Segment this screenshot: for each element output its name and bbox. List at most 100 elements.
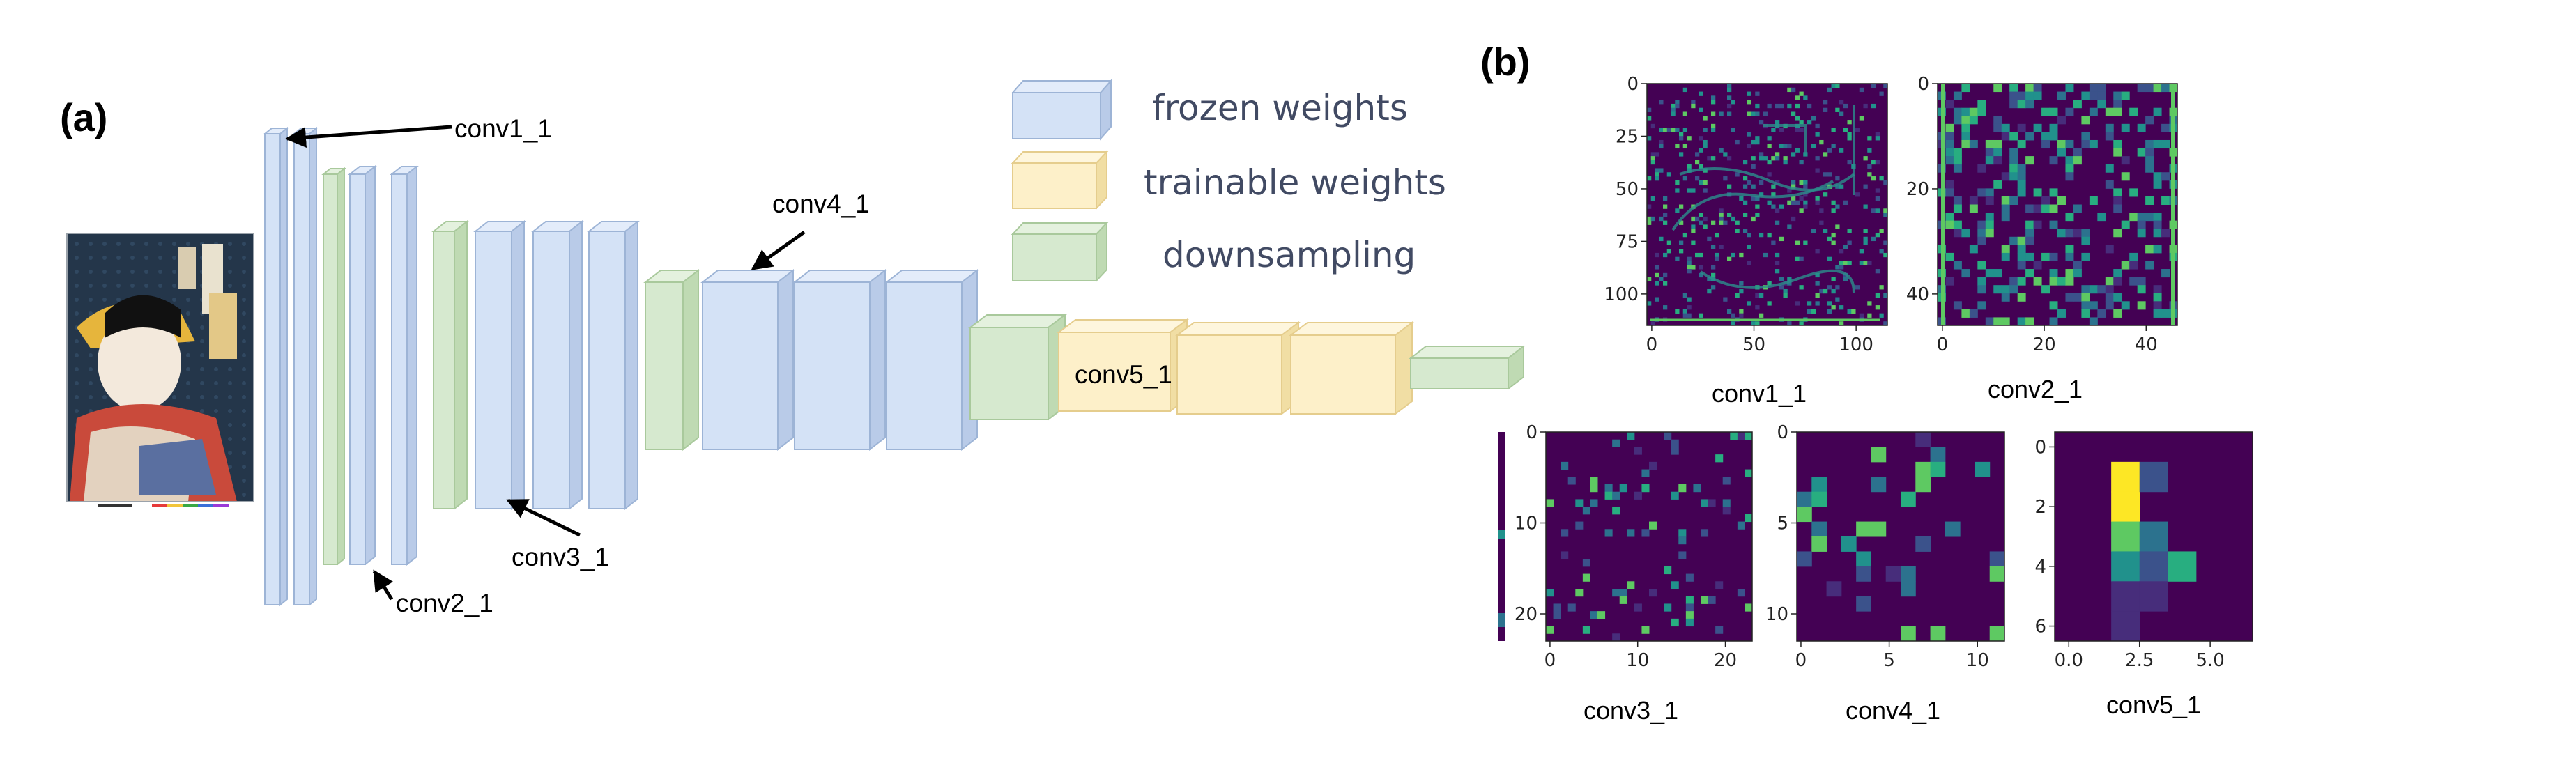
heatmap-cell <box>1961 107 1970 116</box>
heatmap-cell <box>2065 293 2074 302</box>
heatmap-cell <box>2001 172 2010 181</box>
x-tick-label: 20 <box>2033 334 2056 355</box>
heatmap-cell <box>1787 281 1792 286</box>
heatmap-cell <box>1719 208 1724 213</box>
heatmap-cell <box>1650 160 1655 165</box>
heatmap-cell <box>2113 229 2122 238</box>
conv5-label: conv5_1 <box>1075 360 1172 389</box>
heatmap-cell <box>2057 277 2066 286</box>
heatmap-cell <box>1699 252 1703 258</box>
downsampling-block <box>968 314 1067 421</box>
heatmap-cell <box>2065 164 2074 173</box>
heatmap-cell <box>2049 301 2058 310</box>
heatmap-cell <box>1815 200 1820 205</box>
heatmap-cell <box>1682 144 1687 149</box>
heatmap-cell <box>1735 293 1740 298</box>
heatmap-cell <box>2153 213 2162 222</box>
heatmap-cell <box>2153 293 2162 302</box>
heatmap-cell <box>1795 301 1800 306</box>
heatmap-cell <box>2025 317 2034 326</box>
heatmap-cell <box>1969 107 1978 116</box>
heatmap-cell <box>1730 432 1738 440</box>
heatmap-cell <box>1715 581 1724 589</box>
heatmap-cell <box>2049 107 2058 116</box>
heatmap-cell <box>2025 229 2034 238</box>
heatmap-cell <box>1771 128 1776 132</box>
heatmap-cell <box>1703 144 1708 149</box>
heatmap-cell <box>1791 87 1796 93</box>
heatmap-cell <box>1863 229 1868 233</box>
heatmap-cell <box>1795 95 1800 100</box>
heatmap-cell <box>1745 603 1753 612</box>
heatmap-cell <box>1831 277 1836 281</box>
x-tick-label: 100 <box>1839 334 1873 355</box>
heatmap-cell <box>2161 139 2170 149</box>
legend: frozen weights trainable weights downsam… <box>1011 79 1446 283</box>
heatmap-cell <box>1961 229 1970 238</box>
heatmap-cell <box>1993 285 2002 294</box>
heatmap-cell <box>1627 581 1635 589</box>
heatmap-cell <box>1675 309 1680 314</box>
heatmap-cell <box>1671 447 1679 455</box>
heatmap-cell <box>1795 256 1800 261</box>
heatmap-cell <box>1811 491 1827 507</box>
heatmap-cell <box>1901 581 1916 597</box>
heatmap-cell <box>1835 297 1840 302</box>
heatmap-cell <box>1863 236 1868 242</box>
heatmap-cell <box>1561 529 1569 537</box>
heatmap-cell <box>1737 432 1745 440</box>
heatmap-cell <box>2081 236 2090 245</box>
heatmap-cell <box>2017 164 2026 173</box>
heatmap-cell <box>1582 626 1590 634</box>
heatmap-cell <box>1707 236 1712 242</box>
heatmap-cell <box>1612 589 1620 597</box>
heatmap-cell <box>1831 84 1836 88</box>
heatmap-cell <box>1856 551 1871 567</box>
heatmap-cell <box>1799 180 1804 185</box>
heatmap-cell <box>1953 261 1962 270</box>
heatmap-cell <box>1687 305 1692 310</box>
heatmap-cell <box>1779 204 1784 209</box>
heatmap-cell <box>1739 288 1744 294</box>
frozen-block <box>587 219 640 511</box>
heatmap-cell <box>1567 477 1576 485</box>
heatmap-cell <box>2089 285 2098 294</box>
heatmap-cell <box>1811 229 1816 233</box>
heatmap-cell <box>1727 256 1732 261</box>
heatmap-cell <box>1985 269 1994 278</box>
heatmap-cell <box>1739 313 1744 318</box>
heatmap-cell <box>2105 245 2114 254</box>
frozen-block <box>531 219 584 511</box>
conv4-pointer-arrow <box>751 230 806 271</box>
heatmap-cell <box>1627 529 1635 537</box>
heatmap-cell <box>1767 160 1772 165</box>
heatmap-cell <box>2001 317 2010 326</box>
heatmap-cell <box>2097 84 2106 93</box>
heatmap-cell <box>1847 240 1852 245</box>
heatmap-cell <box>1803 184 1808 189</box>
heatmap-cell <box>2121 301 2130 310</box>
heatmap-cell <box>1767 281 1772 286</box>
heatmap-cell <box>1735 220 1740 225</box>
heatmap-cell <box>1953 229 1962 238</box>
y-tick-label: 20 <box>1906 179 1929 200</box>
heatmap-cell <box>1691 265 1696 270</box>
heatmap-cell <box>1671 128 1676 132</box>
heatmap-cell <box>2137 285 2146 294</box>
heatmap-cell <box>2001 123 2010 132</box>
heatmap-cell <box>1747 144 1751 149</box>
heatmap-cell <box>1719 111 1724 116</box>
heatmap-cell <box>1703 139 1708 145</box>
heatmap-cell <box>1783 293 1788 298</box>
heatmap-cell <box>2049 252 2058 261</box>
heatmap-cell <box>1663 204 1668 209</box>
heatmap-cell <box>1659 216 1664 222</box>
x-tick-label: 20 <box>1714 650 1737 671</box>
heatmap-cell <box>1977 236 1986 245</box>
heatmap-cell <box>1715 454 1724 463</box>
heatmap-cell <box>1871 447 1887 463</box>
heatmap-cell <box>1799 91 1804 96</box>
heatmap-cell <box>1722 499 1731 507</box>
heatmap-cell <box>1791 180 1796 185</box>
